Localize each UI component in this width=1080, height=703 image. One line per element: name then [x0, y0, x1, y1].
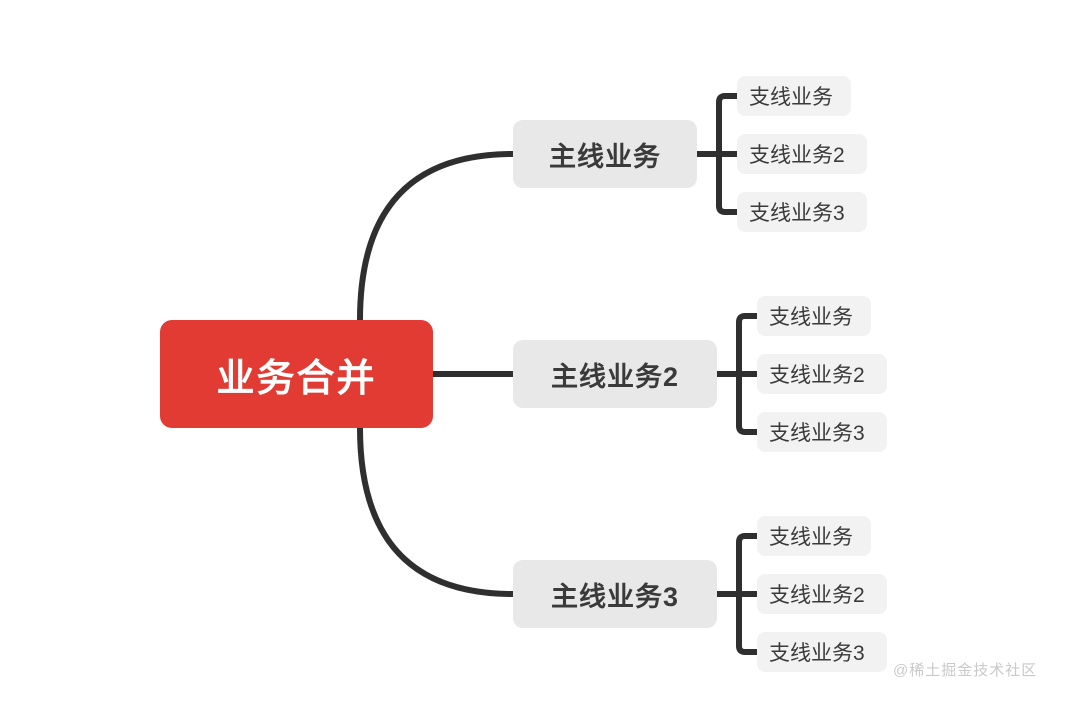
- leaf-node-3-3-label: 支线业务3: [769, 642, 865, 665]
- leaf-node-1-2[interactable]: 支线业务2: [737, 134, 867, 174]
- root-node[interactable]: 业务合并: [160, 320, 433, 428]
- leaf-node-3-2-label: 支线业务2: [769, 584, 865, 607]
- branch-node-2-label: 主线业务2: [550, 361, 680, 392]
- connector-root-to-branch-1: [357, 151, 516, 323]
- bracket-branch-1: [697, 93, 740, 215]
- leaf-node-3-1-label: 支线业务: [769, 526, 853, 549]
- watermark: @稀土掘金技术社区: [893, 659, 1037, 680]
- watermark-text: @稀土掘金技术社区: [893, 662, 1038, 679]
- leaf-node-1-2-label: 支线业务2: [749, 144, 845, 167]
- leaf-node-3-1[interactable]: 支线业务: [757, 516, 871, 556]
- bracket-branch-2: [717, 313, 760, 435]
- root-node-label: 业务合并: [216, 357, 377, 400]
- branch-node-3-label: 主线业务3: [550, 581, 680, 612]
- branch-node-1-label: 主线业务: [549, 141, 661, 172]
- branch-node-1[interactable]: 主线业务: [513, 120, 697, 188]
- leaf-node-2-3-label: 支线业务3: [769, 422, 865, 445]
- leaf-node-3-3[interactable]: 支线业务3: [757, 632, 887, 672]
- leaf-node-2-2[interactable]: 支线业务2: [757, 354, 887, 394]
- leaf-node-1-1-label: 支线业务: [749, 86, 833, 109]
- leaf-node-2-1-label: 支线业务: [769, 306, 853, 329]
- leaf-node-1-3-label: 支线业务3: [749, 202, 845, 225]
- leaf-node-2-2-label: 支线业务2: [769, 364, 865, 387]
- connector-root-to-branch-3: [357, 425, 516, 597]
- leaf-node-1-1[interactable]: 支线业务: [737, 76, 851, 116]
- leaf-node-1-3[interactable]: 支线业务3: [737, 192, 867, 232]
- branch-node-2[interactable]: 主线业务2: [513, 340, 717, 408]
- leaf-node-3-2[interactable]: 支线业务2: [757, 574, 887, 614]
- bracket-branch-3: [717, 533, 760, 655]
- leaf-node-2-3[interactable]: 支线业务3: [757, 412, 887, 452]
- leaf-node-2-1[interactable]: 支线业务: [757, 296, 871, 336]
- branch-node-3[interactable]: 主线业务3: [513, 560, 717, 628]
